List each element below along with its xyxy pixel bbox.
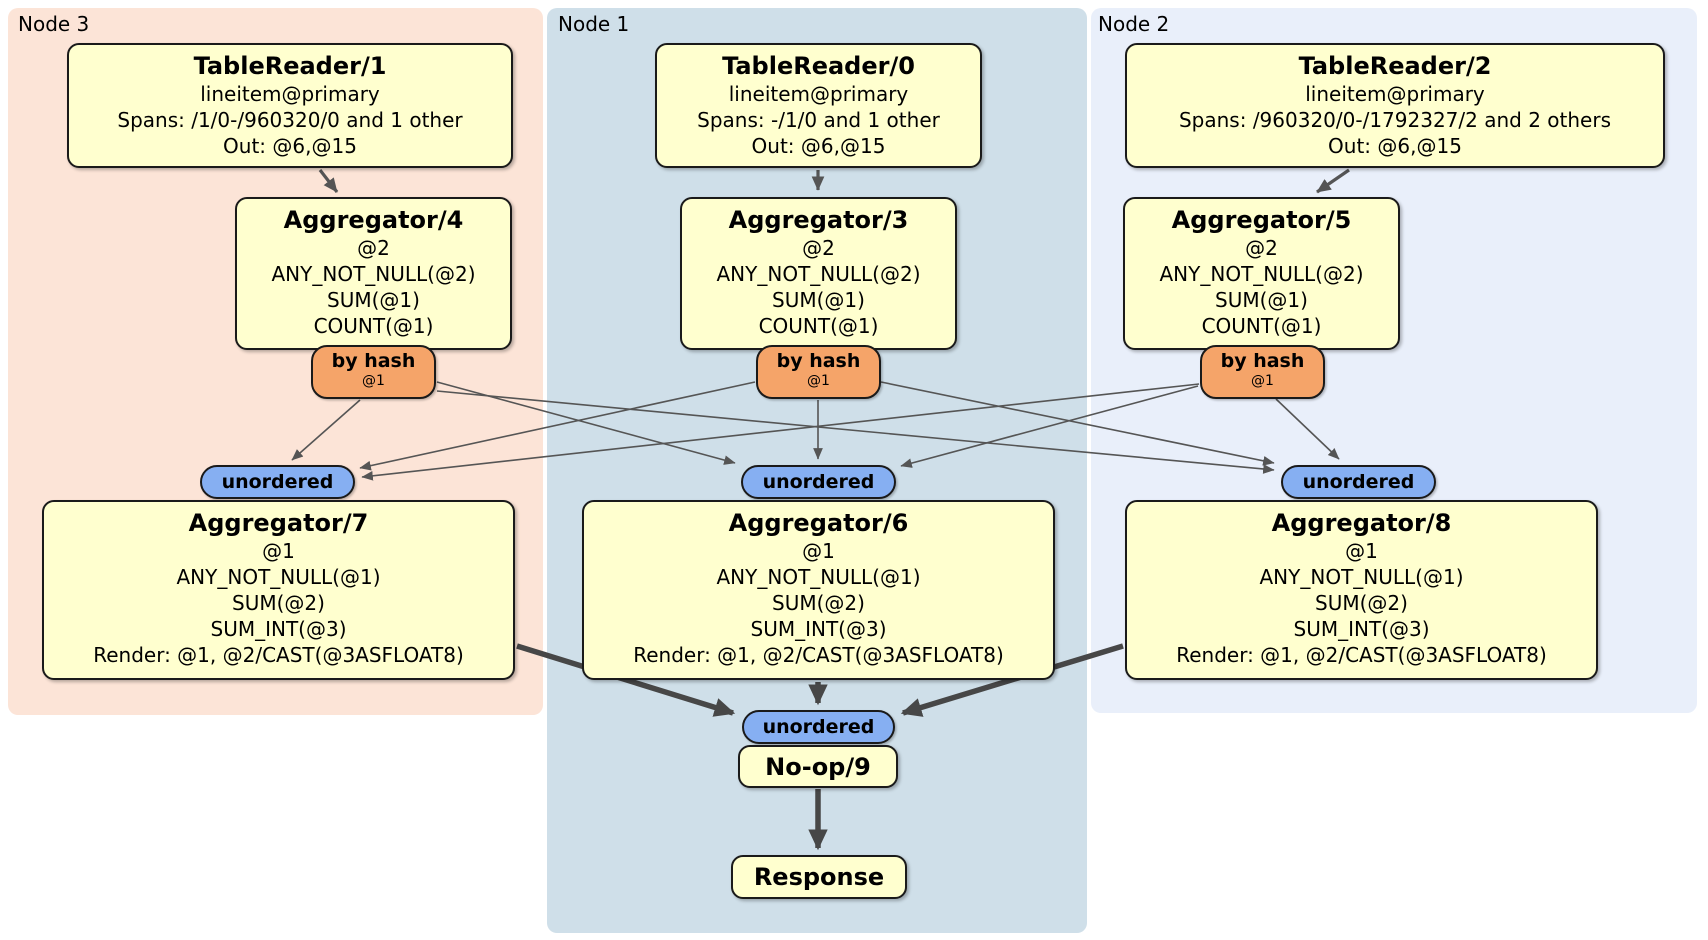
edge-hash4-un8	[436, 390, 1275, 474]
processor-tablereader-2: TableReader/2 lineitem@primary Spans: /9…	[1125, 43, 1665, 168]
processor-detail: Spans: /960320/0-/1792327/2 and 2 others	[1178, 108, 1611, 132]
processor-detail: @2	[357, 236, 390, 260]
processor-detail: Out: @6,@15	[223, 134, 357, 158]
processor-detail: SUM(@1)	[1215, 288, 1308, 312]
router-label: by hash	[1220, 350, 1305, 372]
processor-detail: @1	[262, 539, 295, 563]
processor-detail: SUM_INT(@3)	[750, 617, 887, 641]
node1-label: Node 1	[558, 12, 630, 36]
processor-detail: Render: @1, @2/CAST(@3ASFLOAT8)	[93, 643, 464, 667]
router-detail: @1	[1251, 373, 1274, 389]
processor-noop-9: No-op/9	[738, 745, 898, 788]
processor-detail: lineitem@primary	[1305, 82, 1485, 106]
processor-aggregator-6: Aggregator/6 @1 ANY_NOT_NULL(@1) SUM(@2)…	[582, 500, 1055, 680]
processor-detail: @1	[802, 539, 835, 563]
edge-tr1-agg4	[318, 169, 339, 193]
processor-title: Aggregator/8	[1271, 509, 1452, 537]
processor-detail: Spans: /1/0-/960320/0 and 1 other	[117, 108, 463, 132]
processor-detail: ANY_NOT_NULL(@1)	[716, 565, 921, 589]
processor-detail: COUNT(@1)	[313, 314, 434, 338]
stream-unordered-7: unordered	[200, 465, 355, 499]
processor-aggregator-8: Aggregator/8 @1 ANY_NOT_NULL(@1) SUM(@2)…	[1125, 500, 1598, 680]
processor-tablereader-1: TableReader/1 lineitem@primary Spans: /1…	[67, 43, 513, 168]
processor-detail: ANY_NOT_NULL(@2)	[1159, 262, 1364, 286]
router-by-hash-5: by hash @1	[1200, 345, 1325, 399]
processor-detail: @2	[802, 236, 835, 260]
processor-aggregator-4: Aggregator/4 @2 ANY_NOT_NULL(@2) SUM(@1)…	[235, 197, 512, 350]
processor-detail: lineitem@primary	[728, 82, 909, 106]
edge-tr2-agg5	[1316, 168, 1350, 194]
router-by-hash-4: by hash @1	[311, 345, 436, 399]
processor-detail: Out: @6,@15	[751, 134, 886, 158]
router-by-hash-3: by hash @1	[756, 345, 881, 399]
processor-detail: SUM(@2)	[772, 591, 865, 615]
processor-title: TableReader/1	[193, 52, 387, 80]
processor-tablereader-0: TableReader/0 lineitem@primary Spans: -/…	[655, 43, 982, 168]
processor-detail: ANY_NOT_NULL(@2)	[271, 262, 476, 286]
processor-title: Aggregator/4	[283, 206, 464, 234]
processor-detail: SUM_INT(@3)	[210, 617, 347, 641]
router-label: by hash	[776, 350, 861, 372]
processor-detail: SUM_INT(@3)	[1293, 617, 1430, 641]
processor-detail: ANY_NOT_NULL(@2)	[716, 262, 921, 286]
stream-unordered-6: unordered	[741, 465, 896, 499]
processor-title: Aggregator/6	[728, 509, 909, 537]
edge-hash4-un6	[436, 381, 736, 465]
stream-unordered-8: unordered	[1281, 465, 1436, 499]
processor-detail: Spans: -/1/0 and 1 other	[697, 108, 940, 132]
processor-title: Response	[753, 863, 885, 891]
processor-detail: Out: @6,@15	[1328, 134, 1462, 158]
processor-title: TableReader/0	[722, 52, 915, 80]
edge-hash3-un7	[359, 381, 756, 471]
processor-response: Response	[731, 855, 907, 899]
router-detail: @1	[807, 373, 830, 389]
processor-detail: @1	[1345, 539, 1378, 563]
processor-detail: lineitem@primary	[200, 82, 380, 106]
processor-detail: Render: @1, @2/CAST(@3ASFLOAT8)	[1176, 643, 1547, 667]
processor-detail: SUM(@1)	[772, 288, 865, 312]
stream-unordered-9: unordered	[742, 710, 895, 744]
edge-hash3-un8	[880, 381, 1275, 466]
processor-detail: SUM(@2)	[1315, 591, 1408, 615]
node2-label: Node 2	[1098, 12, 1170, 36]
processor-title: TableReader/2	[1298, 52, 1492, 80]
processor-detail: SUM(@2)	[232, 591, 325, 615]
processor-detail: ANY_NOT_NULL(@1)	[1259, 565, 1464, 589]
processor-detail: SUM(@1)	[327, 288, 420, 312]
processor-detail: @2	[1245, 236, 1278, 260]
router-label: by hash	[331, 350, 416, 372]
router-detail: @1	[362, 373, 385, 389]
processor-detail: COUNT(@1)	[758, 314, 879, 338]
processor-aggregator-7: Aggregator/7 @1 ANY_NOT_NULL(@1) SUM(@2)…	[42, 500, 515, 680]
edge-hash5-un6	[900, 385, 1199, 468]
processor-title: Aggregator/5	[1171, 206, 1352, 234]
edge-hash4-un7	[291, 399, 361, 461]
processor-detail: COUNT(@1)	[1201, 314, 1322, 338]
node3-label: Node 3	[18, 12, 90, 36]
processor-aggregator-3: Aggregator/3 @2 ANY_NOT_NULL(@2) SUM(@1)…	[680, 197, 957, 350]
processor-detail: ANY_NOT_NULL(@1)	[176, 565, 381, 589]
processor-title: Aggregator/7	[188, 509, 369, 537]
edge-hash5-un8	[1275, 398, 1340, 460]
processor-aggregator-5: Aggregator/5 @2 ANY_NOT_NULL(@2) SUM(@1)…	[1123, 197, 1400, 350]
edge-hash5-un7	[361, 383, 1200, 481]
processor-title: No-op/9	[765, 752, 871, 781]
processor-detail: Render: @1, @2/CAST(@3ASFLOAT8)	[633, 643, 1004, 667]
processor-title: Aggregator/3	[728, 206, 909, 234]
